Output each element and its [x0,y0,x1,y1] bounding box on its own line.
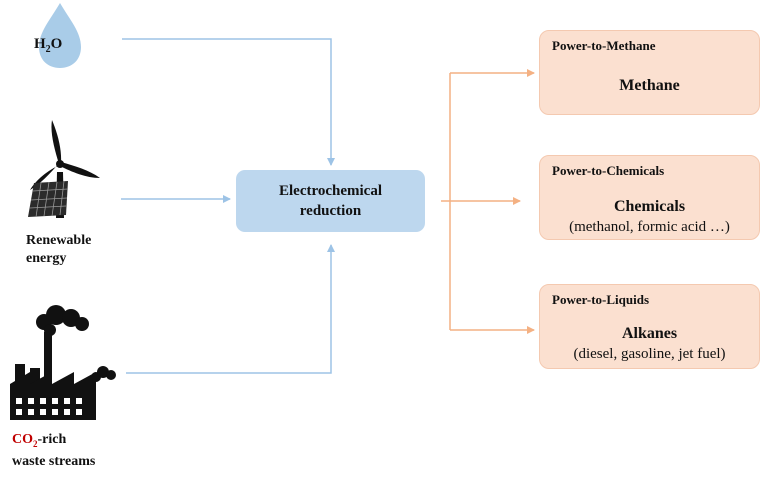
product-name: Alkanes [621,325,678,342]
renewable-energy-label: Renewable energy [26,233,92,266]
pathway-label: Power-to-Liquids [552,292,650,307]
process-label-line2: reduction [299,203,362,219]
product-box-chemicals: Power-to-Chemicals Chemicals (methanol, … [539,155,760,240]
product-box-liquids: Power-to-Liquids Alkanes (diesel, gasoli… [539,284,760,369]
water-drop-icon [39,3,81,68]
pathway-label: Power-to-Methane [552,38,656,53]
process-label-line1: Electrochemical [278,183,382,199]
co2-waste-label: CO2-rich waste streams [12,432,96,469]
arrow-water-to-reactor [122,38,335,166]
product-detail: (methanol, formic acid …) [569,219,730,235]
arrow-co2-to-reactor [126,244,335,374]
factory-icon [10,305,116,420]
electrochemical-reduction-box: Electrochemical reduction [236,170,425,232]
solar-panel-icon [28,180,69,218]
product-detail: (diesel, gasoline, jet fuel) [573,346,726,362]
product-box-methane: Power-to-Methane Methane [539,30,760,115]
product-name: Methane [619,77,680,94]
water-label: H2O [34,36,63,55]
pathway-label: Power-to-Chemicals [552,163,665,178]
product-name: Chemicals [613,198,686,215]
